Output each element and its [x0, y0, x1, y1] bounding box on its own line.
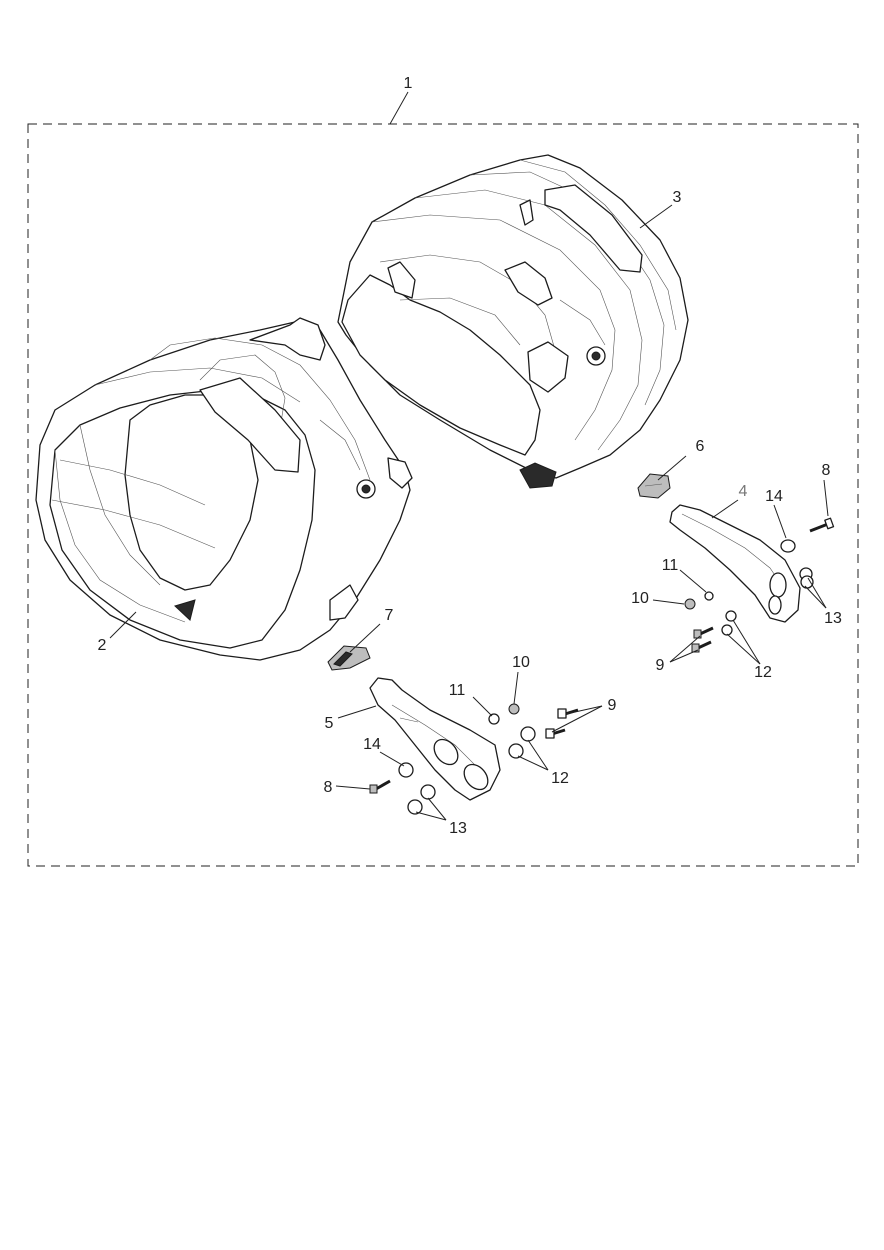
callout-11-right: 11 — [662, 557, 679, 574]
callout-5: 5 — [325, 715, 334, 732]
callout-6: 6 — [696, 438, 705, 455]
callout-14-left: 14 — [363, 736, 381, 753]
pannier-right-part[interactable] — [337, 154, 689, 489]
callout-14-right: 14 — [765, 488, 783, 505]
callout-13-right: 13 — [824, 610, 842, 627]
bolts-9-left[interactable] — [545, 708, 579, 739]
callout-9-right: 9 — [656, 657, 665, 674]
washer-11-left[interactable] — [488, 713, 500, 725]
leader-lines — [109, 91, 829, 821]
callout-7: 7 — [385, 607, 394, 624]
callout-1: 1 — [404, 75, 413, 92]
pannier-left-part[interactable] — [35, 317, 413, 661]
washers-13-left[interactable] — [407, 784, 436, 815]
callout-3: 3 — [673, 189, 682, 206]
pad-7-part[interactable] — [327, 645, 371, 671]
kit-boundary — [27, 123, 859, 867]
callout-12-left: 12 — [551, 770, 569, 787]
callout-10-right: 10 — [631, 590, 649, 607]
bracket-right-part[interactable] — [669, 504, 801, 623]
callout-labels: 1 2 3 4 5 6 7 8 8 9 9 10 10 11 11 12 12 … — [98, 75, 842, 837]
callout-12-right: 12 — [754, 664, 772, 681]
spacer-14-right[interactable] — [780, 539, 796, 553]
bracket-left-part[interactable] — [369, 677, 501, 801]
washers-12-right[interactable] — [721, 610, 737, 636]
callout-8-right: 8 — [822, 462, 831, 479]
spacer-14-left[interactable] — [398, 762, 414, 778]
washers-13-right[interactable] — [799, 567, 814, 589]
washer-11-right[interactable] — [704, 591, 714, 601]
callout-10-left: 10 — [512, 654, 530, 671]
bolts-9-right[interactable] — [691, 626, 714, 653]
callout-4: 4 — [739, 483, 748, 500]
callout-8-left: 8 — [324, 779, 333, 796]
nut-10-left[interactable] — [508, 703, 520, 715]
nut-10-right[interactable] — [684, 598, 696, 610]
callout-9-left: 9 — [608, 697, 617, 714]
callout-11-left: 11 — [449, 682, 466, 699]
washers-12-left[interactable] — [508, 726, 536, 759]
callout-13-left: 13 — [449, 820, 467, 837]
bolt-8-right[interactable] — [809, 517, 835, 533]
bolt-8-left[interactable] — [369, 779, 391, 794]
pad-6-part[interactable] — [637, 473, 671, 499]
callout-2: 2 — [98, 637, 107, 654]
